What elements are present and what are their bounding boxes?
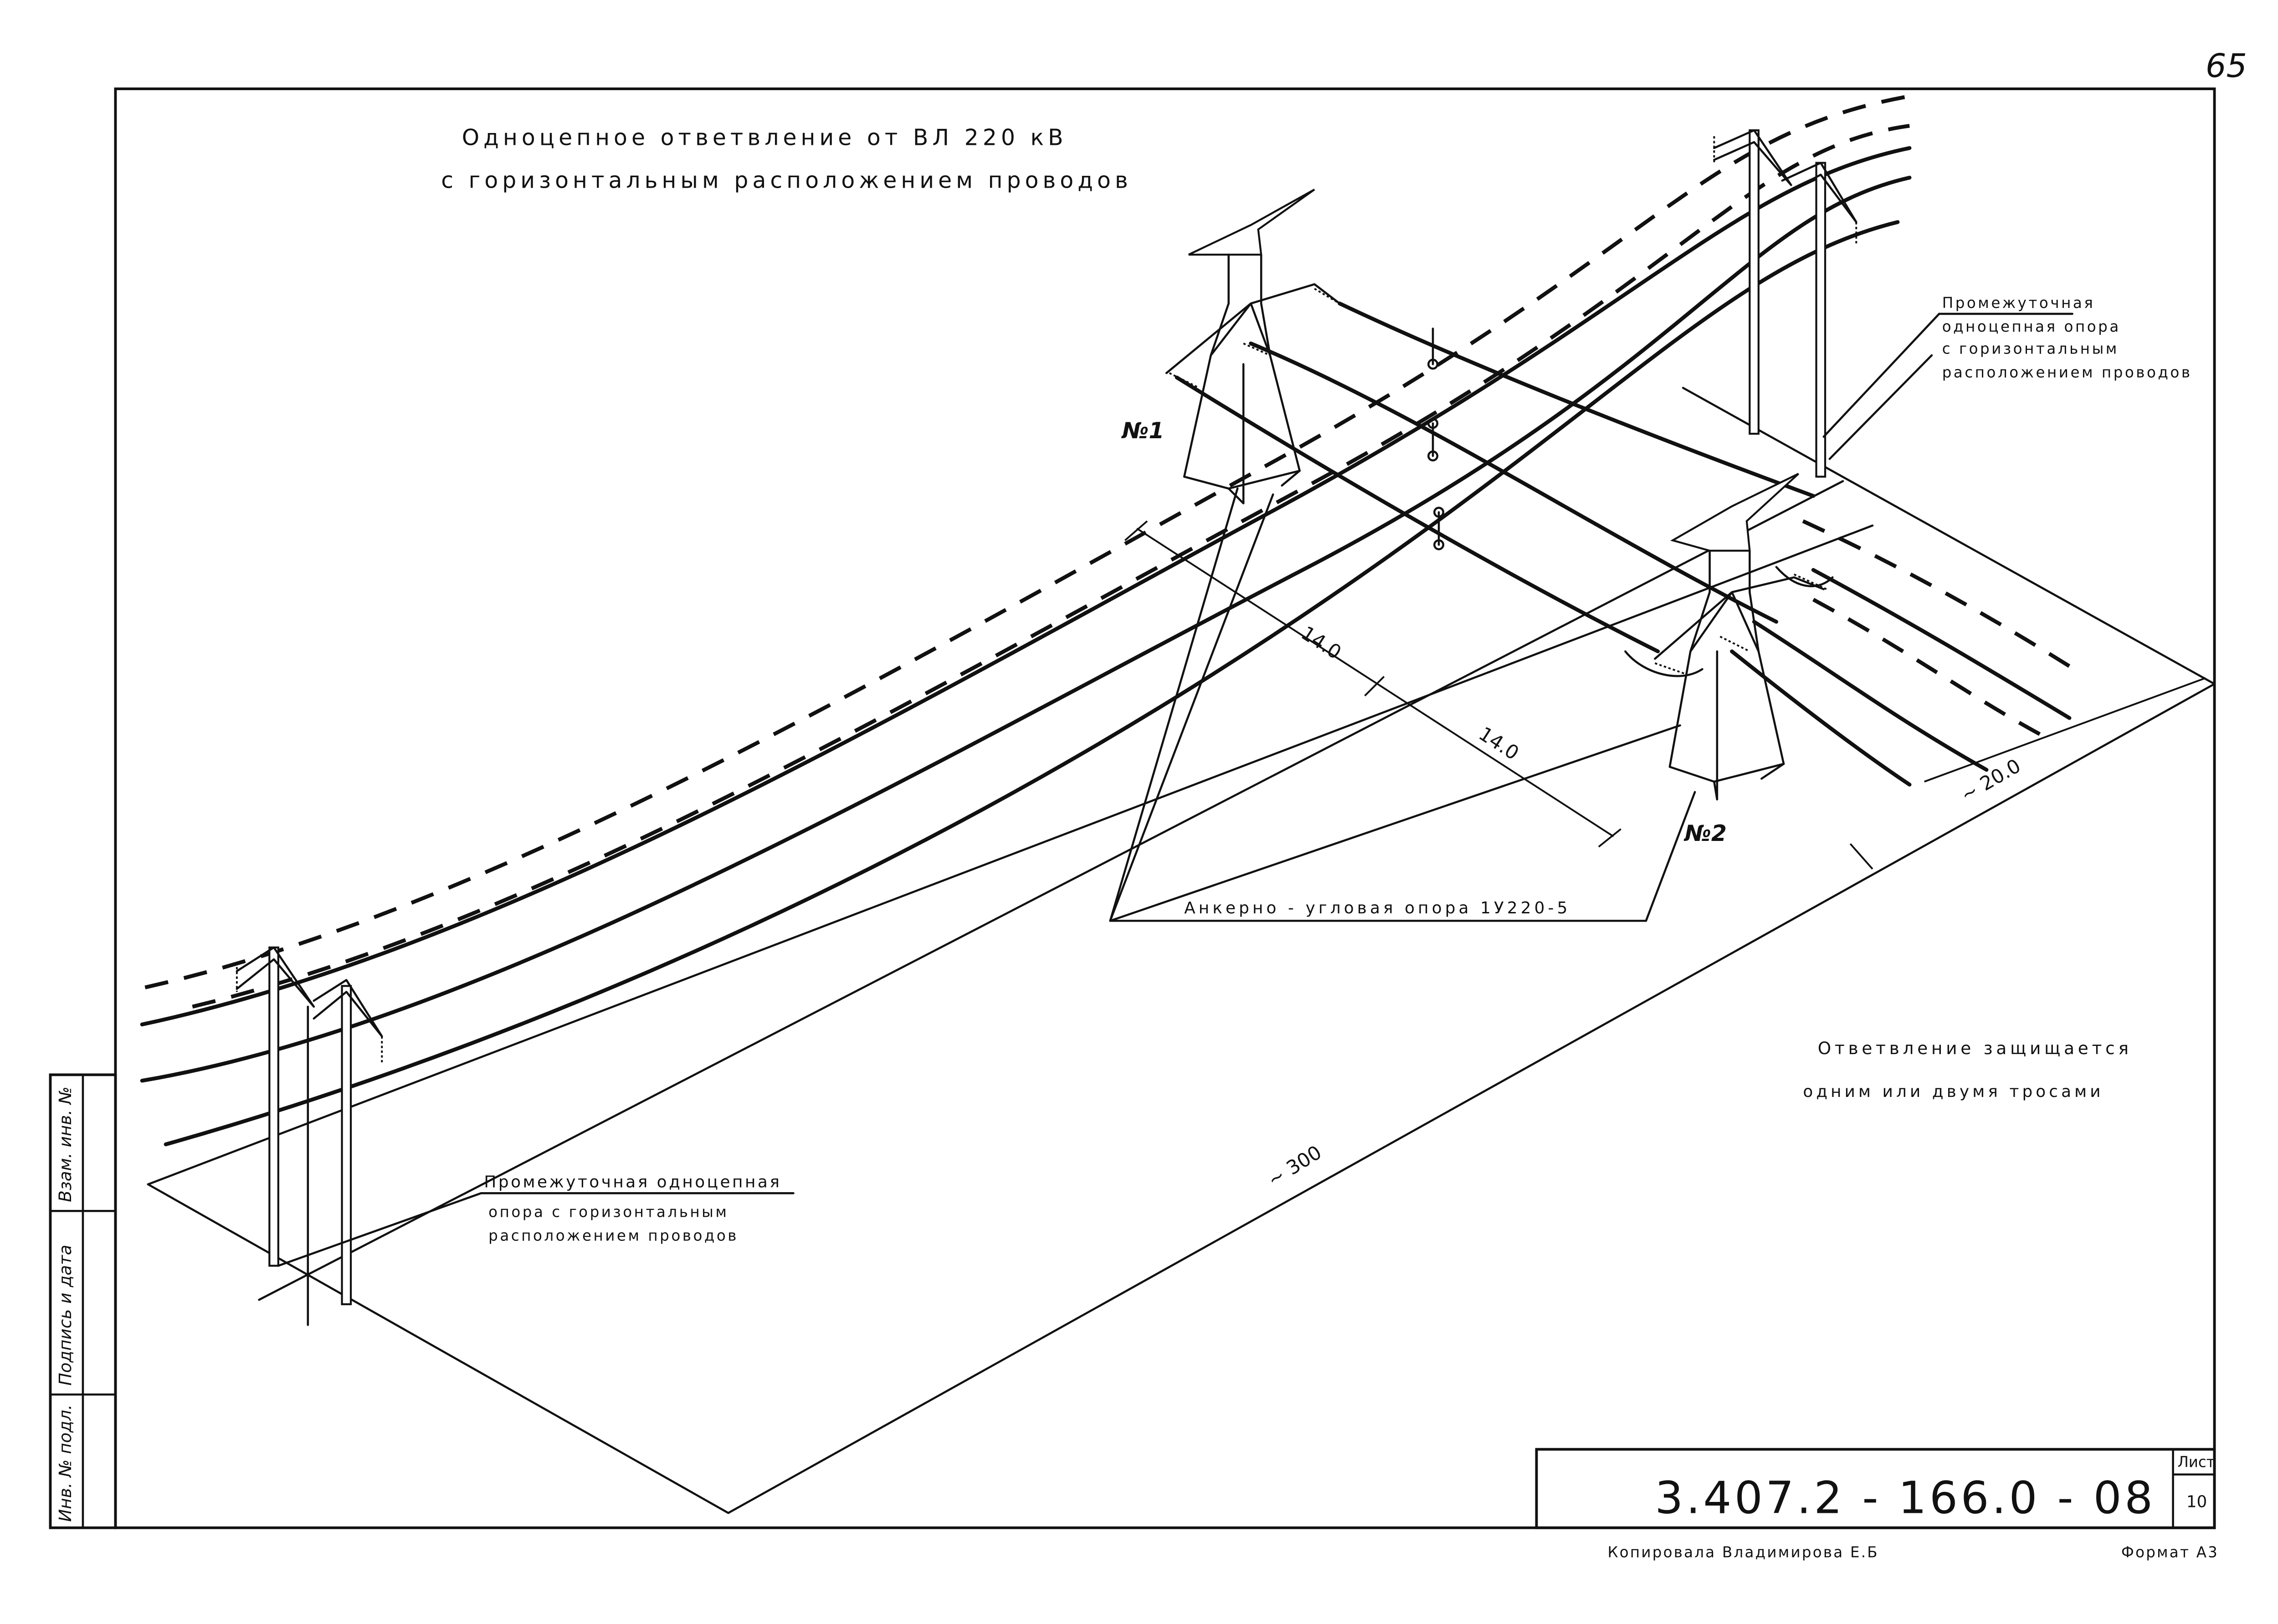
doc-number: 3.407.2 - 166.0 - 08 — [1655, 1472, 2155, 1523]
sheet-label: Лист — [2177, 1454, 2215, 1471]
left-pole-label-3: расположением проводов — [488, 1227, 739, 1244]
left-pole-label-2: опора с горизонтальным — [488, 1203, 729, 1220]
phase-wire-a — [140, 146, 1912, 1027]
ground-wire-upper — [144, 94, 1910, 989]
copied-by: Копировала Владимирова Е.Б — [1607, 1544, 1878, 1561]
dim-span-length: ~ 300 — [1264, 1141, 1326, 1191]
ground-outline — [147, 387, 2216, 1514]
phase-wire-b — [140, 175, 1912, 1083]
side-stamp: Взам. инв. № Подпись и дата Инв. № подл. — [49, 1073, 117, 1529]
drawing-frame — [114, 87, 2216, 1529]
dim-span-a: 14.0 — [1297, 622, 1345, 664]
branch-ground-2 — [1812, 598, 2044, 738]
branch-out-3 — [1730, 649, 1912, 787]
intermediate-pole-left-pair — [236, 946, 383, 1326]
page-number: 65 — [2206, 47, 2247, 85]
branch-ground-1 — [1802, 519, 2071, 668]
branch-wire-1 — [1338, 301, 1816, 498]
stamp-replacement-inv: Взам. инв. № — [55, 1086, 75, 1202]
ground-wire-lower — [192, 124, 1910, 1009]
main-line-wires — [140, 94, 1912, 1147]
protection-note-2: одним или двумя тросами — [1803, 1082, 2104, 1101]
anchor-leaders — [1109, 487, 1696, 922]
sheet-number: 10 — [2186, 1492, 2207, 1511]
right-pole-label-3: с горизонтальным — [1942, 340, 2119, 358]
right-pole-label-1: Промежуточная — [1942, 294, 2095, 312]
title-line-2: с горизонтальным расположением проводов — [441, 168, 1132, 194]
branch-out-2 — [1752, 620, 1989, 772]
right-pole-label-4: расположением проводов — [1942, 364, 2192, 381]
title-block — [1535, 1448, 2216, 1529]
stamp-signature-date: Подпись и дата — [55, 1245, 75, 1386]
anchor-tower-1 — [1165, 189, 1341, 505]
phase-wire-c — [164, 220, 1900, 1147]
dim-branch-width: ~ 20.0 — [1957, 754, 2024, 806]
protection-note-1: Ответвление защищается — [1818, 1038, 2132, 1058]
branch-wires — [1175, 301, 2072, 787]
tower-1-label: №1 — [1121, 418, 1165, 444]
intermediate-pole-right-pair — [1713, 129, 1857, 478]
stamp-original-inv: Инв. № подл. — [55, 1404, 75, 1522]
anchor-tower-label: Анкерно - угловая опора 1У220-5 — [1184, 899, 1570, 917]
right-pole-label-2: одноцепная опора — [1942, 318, 2121, 335]
format-label: Формат А3 — [2121, 1544, 2219, 1561]
branch-wire-3 — [1175, 375, 1660, 654]
tower-2-label: №2 — [1683, 821, 1727, 846]
branch-wire-2 — [1249, 341, 1779, 624]
dimension-lines — [1124, 520, 2206, 870]
branch-out-1 — [1811, 568, 2072, 720]
dim-span-b: 14.0 — [1475, 722, 1523, 764]
left-pole-label-1: Промежуточная одноцепная — [484, 1173, 781, 1191]
title-line-1: Одноцепное ответвление от ВЛ 220 кВ — [462, 125, 1067, 150]
anchor-tower-2 — [1624, 473, 1834, 801]
